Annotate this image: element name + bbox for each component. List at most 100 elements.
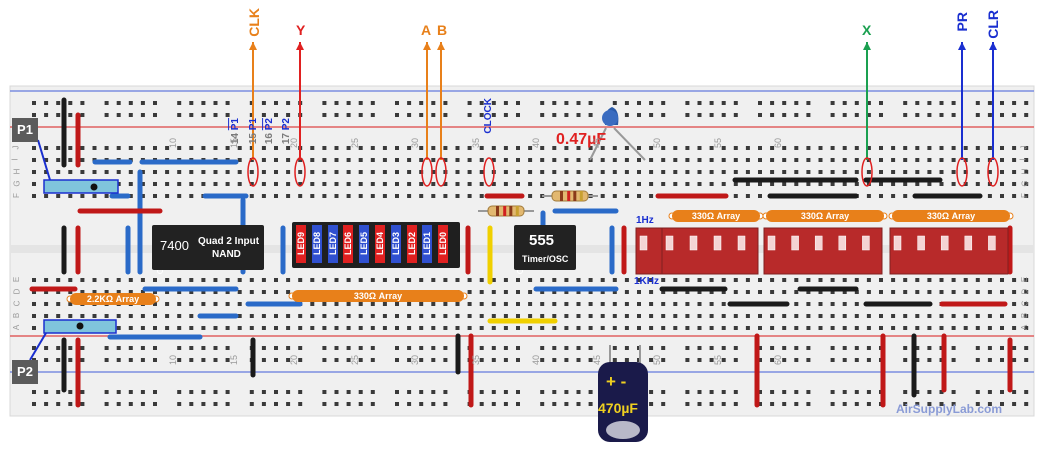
hole (80, 170, 85, 174)
hole (600, 278, 605, 282)
column-number: 60 (773, 137, 784, 149)
hole (1012, 314, 1017, 318)
hole (576, 146, 581, 150)
capacitor-big-body (598, 362, 648, 442)
hole (612, 170, 617, 174)
dip-switch-toggle (862, 235, 870, 251)
hole (177, 314, 182, 318)
dip-switch-block (889, 227, 1009, 275)
hole (516, 314, 520, 318)
hole (431, 314, 436, 318)
hole (818, 326, 823, 330)
column-number: 25 (349, 137, 360, 149)
hole (201, 346, 206, 350)
hole (903, 113, 908, 117)
hole (189, 290, 194, 294)
hole (903, 314, 908, 318)
hole (564, 358, 569, 362)
hole (552, 158, 557, 162)
hole (854, 302, 859, 306)
hole (600, 194, 605, 198)
hole (249, 101, 254, 105)
hole (68, 302, 73, 306)
hole (44, 390, 49, 394)
hole (637, 326, 641, 330)
hole (866, 113, 871, 117)
hole (552, 402, 557, 406)
hole (879, 290, 883, 294)
hole (770, 314, 775, 318)
hole (32, 101, 36, 105)
hole (334, 194, 339, 198)
hole (56, 158, 61, 162)
hole (213, 278, 218, 282)
hole (903, 346, 908, 350)
hole (491, 278, 496, 282)
hole (358, 314, 363, 318)
hole (612, 314, 617, 318)
hole (249, 390, 254, 394)
hole (407, 278, 412, 282)
hole (806, 113, 811, 117)
hole (794, 158, 799, 162)
hole (443, 194, 448, 198)
dip-switch-toggle (713, 235, 722, 251)
hole (491, 113, 496, 117)
hole (128, 146, 133, 150)
hole (104, 358, 109, 362)
hole (334, 346, 339, 350)
hole (358, 113, 363, 117)
hole (891, 326, 896, 330)
hole (612, 326, 617, 330)
hole (419, 170, 424, 174)
hole (32, 146, 36, 150)
hole (153, 101, 157, 105)
hole (419, 314, 424, 318)
hole (467, 290, 472, 294)
hole (830, 326, 835, 330)
hole (637, 302, 641, 306)
hole (153, 113, 157, 117)
hole (165, 290, 170, 294)
hole (963, 326, 968, 330)
hole (721, 113, 726, 117)
hole (479, 302, 484, 306)
hole (140, 170, 145, 174)
hole (721, 346, 726, 350)
hole (201, 170, 206, 174)
hole (431, 113, 436, 117)
hole (866, 314, 871, 318)
hole (770, 158, 775, 162)
hole (44, 194, 49, 198)
hole (92, 146, 97, 150)
hole (334, 402, 339, 406)
hole (951, 358, 956, 362)
hole (128, 326, 133, 330)
hole (225, 170, 230, 174)
hole (806, 101, 811, 105)
hole (310, 314, 315, 318)
hole (298, 314, 303, 318)
resistor-1-band (496, 206, 499, 216)
hole (903, 182, 908, 186)
hole (68, 278, 73, 282)
hole (806, 302, 811, 306)
hole (382, 182, 387, 186)
hole (140, 194, 145, 198)
hole (334, 113, 339, 117)
hole (516, 402, 520, 406)
capacitor-small-head (602, 110, 618, 126)
hole (987, 314, 992, 318)
hole (975, 346, 980, 350)
hole (68, 290, 73, 294)
hole (552, 302, 557, 306)
hole (213, 113, 218, 117)
hole (1000, 290, 1004, 294)
hole (733, 278, 738, 282)
hole (830, 290, 835, 294)
hole (431, 278, 436, 282)
hole (431, 302, 436, 306)
hole (298, 182, 303, 186)
hole (32, 326, 36, 330)
capacitor-big-sign: + - (606, 372, 627, 391)
